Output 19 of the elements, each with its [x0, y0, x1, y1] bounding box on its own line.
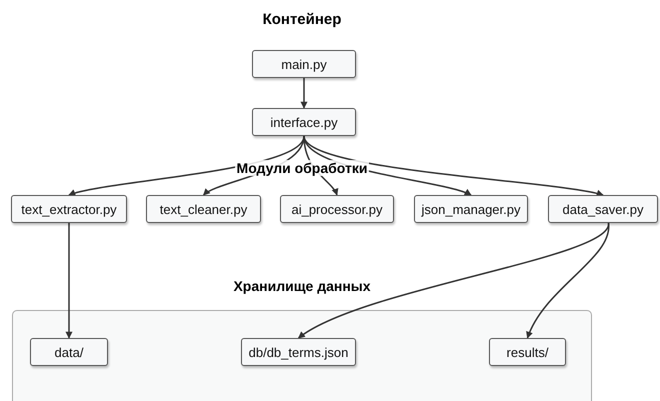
- group-heading: Хранилище данных: [233, 278, 371, 294]
- arrow: [298, 222, 610, 339]
- arrow: [68, 136, 305, 197]
- file-box: data/: [30, 338, 108, 366]
- arrow: [300, 78, 308, 109]
- diagram-title: Контейнер: [262, 11, 342, 28]
- group-heading: Модули обработки: [234, 160, 370, 176]
- file-box: text_cleaner.py: [146, 195, 261, 223]
- file-box: text_extractor.py: [11, 195, 127, 223]
- file-box: json_manager.py: [414, 195, 528, 223]
- file-box: interface.py: [252, 108, 356, 136]
- arrow: [66, 223, 72, 339]
- file-box: data_saver.py: [548, 195, 658, 223]
- file-box: results/: [489, 338, 566, 366]
- file-box: ai_processor.py: [280, 195, 394, 223]
- file-box: main.py: [252, 50, 356, 78]
- arrow: [303, 136, 604, 197]
- arrow: [526, 222, 610, 339]
- file-box: db/db_terms.json: [241, 338, 356, 366]
